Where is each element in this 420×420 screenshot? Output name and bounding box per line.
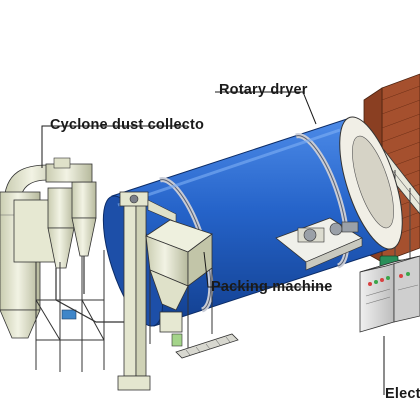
cyclone-dust-collector [0, 157, 126, 372]
label-cyclone-dust-collector: Cyclone dust collecto [50, 117, 205, 133]
label-rotary-dryer: Rotary dryer [219, 82, 308, 98]
electric-cabinet [359, 255, 420, 333]
label-packing-machine: Packing machine [211, 279, 333, 295]
bucket-elevator [117, 191, 177, 391]
leader-packing [203, 251, 330, 288]
leader-lines [41, 91, 385, 395]
dryer-support-base [275, 217, 363, 271]
leader-rotary-dryer [215, 91, 317, 125]
label-electric-cabinet: Electr [385, 386, 420, 402]
leader-cyclone [41, 125, 188, 168]
packing-machine [145, 219, 239, 359]
